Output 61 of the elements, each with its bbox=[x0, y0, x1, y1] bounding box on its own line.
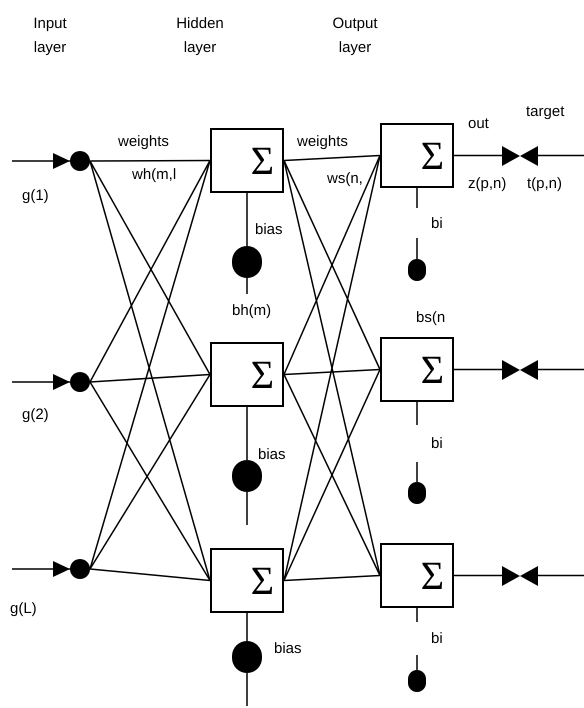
bowtie-symbol bbox=[502, 566, 538, 586]
summation-box: Σ bbox=[380, 123, 454, 188]
bias-node bbox=[232, 460, 262, 492]
edge-label: bi bbox=[414, 208, 443, 238]
connector-line bbox=[538, 574, 584, 576]
label: t(p,n) bbox=[527, 174, 562, 194]
bias-node bbox=[232, 641, 262, 673]
edge-label: bi bbox=[414, 622, 443, 655]
summation-box: Σ bbox=[210, 548, 284, 613]
arrow bbox=[12, 374, 70, 390]
connector-line bbox=[246, 613, 248, 641]
connector-line bbox=[284, 154, 380, 162]
label: bh(m) bbox=[232, 301, 272, 321]
label: g(2) bbox=[22, 405, 49, 425]
connector-line bbox=[538, 154, 584, 156]
arrow bbox=[12, 153, 70, 169]
label: bias bbox=[274, 639, 302, 659]
connector-line bbox=[246, 407, 248, 460]
connector-line bbox=[454, 368, 502, 370]
connector-line bbox=[454, 154, 502, 156]
label: out bbox=[468, 114, 489, 134]
label: z(p,n) bbox=[468, 174, 506, 194]
bias-node bbox=[408, 670, 426, 692]
label: Hidden layer bbox=[175, 14, 225, 58]
connector-line bbox=[90, 160, 210, 162]
summation-box: Σ bbox=[210, 342, 284, 407]
input-node bbox=[70, 372, 90, 392]
input-node bbox=[70, 151, 90, 171]
connector-line bbox=[538, 368, 584, 370]
label: Output layer bbox=[331, 14, 379, 58]
connector-line bbox=[284, 574, 380, 582]
label: weights bbox=[118, 132, 169, 152]
connector-line bbox=[246, 193, 248, 246]
input-node bbox=[70, 559, 90, 579]
label: bs(n bbox=[416, 308, 446, 328]
bias-node bbox=[408, 259, 426, 281]
connector-line bbox=[90, 374, 210, 383]
bowtie-symbol bbox=[502, 146, 538, 166]
bias-node bbox=[232, 246, 262, 278]
label: wh(m,l bbox=[132, 165, 176, 185]
summation-box: Σ bbox=[380, 337, 454, 402]
label: bias bbox=[258, 445, 286, 465]
label: weights bbox=[297, 132, 348, 152]
connector-line bbox=[246, 673, 248, 706]
summation-box: Σ bbox=[380, 543, 454, 608]
connector-line bbox=[284, 368, 380, 376]
connector-line bbox=[246, 492, 248, 525]
label: target bbox=[526, 102, 564, 122]
connector-line bbox=[90, 568, 210, 582]
label: g(1) bbox=[22, 186, 49, 206]
bowtie-symbol bbox=[502, 360, 538, 380]
connector-line bbox=[454, 574, 502, 576]
label: Input layer bbox=[32, 14, 68, 58]
summation-box: Σ bbox=[210, 128, 284, 193]
label: g(L) bbox=[10, 599, 37, 619]
label: ws(n, bbox=[327, 169, 363, 189]
label: bias bbox=[255, 220, 283, 240]
bias-node bbox=[408, 482, 426, 504]
edge-label: bi bbox=[414, 425, 443, 462]
connector-line bbox=[246, 278, 248, 294]
arrow bbox=[12, 561, 70, 577]
